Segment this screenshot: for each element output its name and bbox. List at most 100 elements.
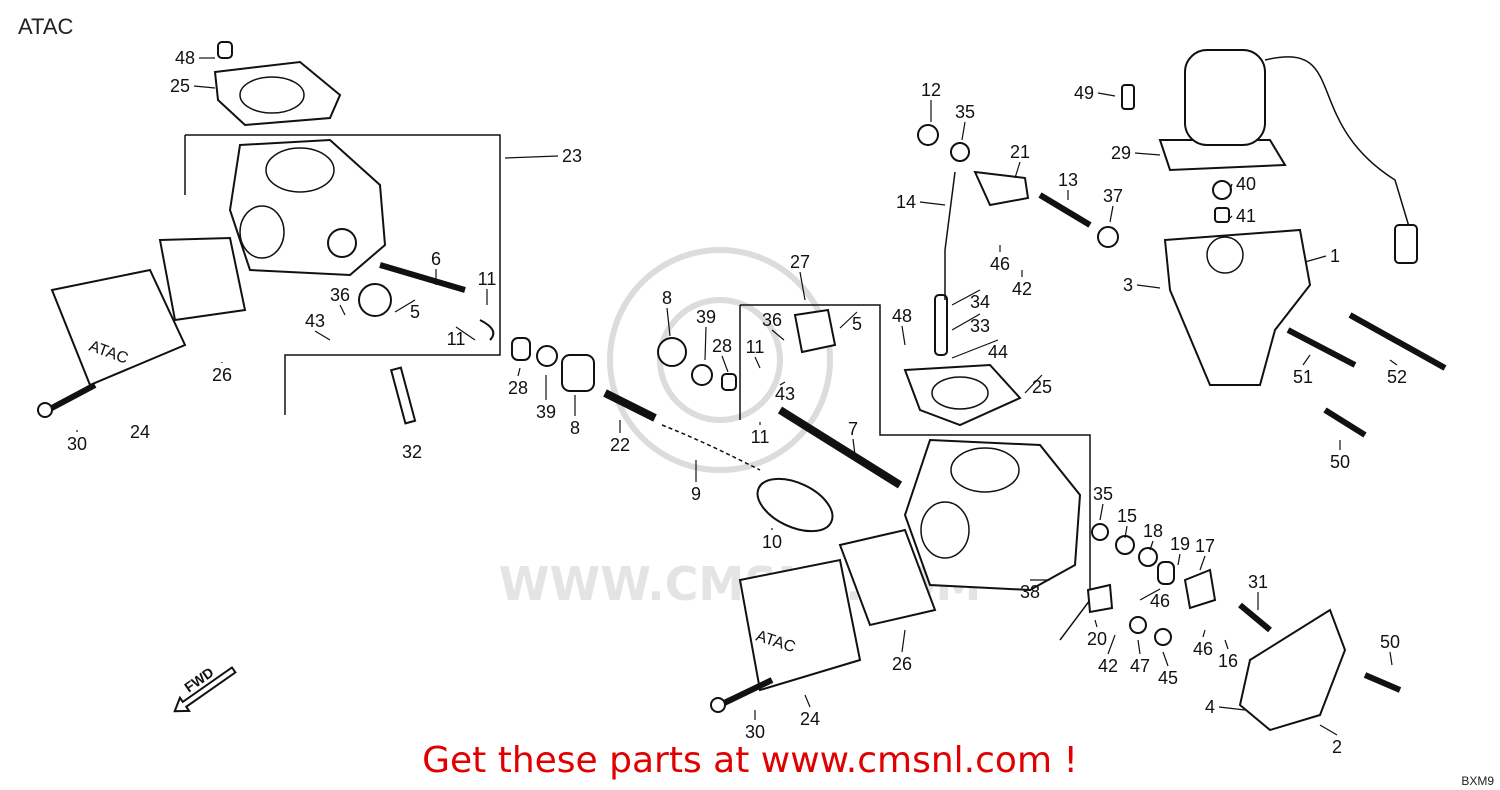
- callout-leader: [721, 355, 729, 373]
- callout-27: 27: [790, 252, 810, 272]
- callout-leader: [1109, 205, 1114, 223]
- callout-12: 12: [921, 80, 941, 100]
- callout-leader: [1094, 619, 1098, 628]
- callout-42: 42: [1012, 279, 1032, 299]
- callout-28: 28: [508, 378, 528, 398]
- callout-39: 39: [696, 307, 716, 327]
- callout-leader: [901, 325, 906, 346]
- callout-leader: [901, 629, 906, 653]
- callout-leader: [799, 271, 806, 301]
- callout-leader: [1137, 639, 1141, 655]
- cover-left: [50, 268, 187, 387]
- callout-11: 11: [746, 337, 765, 357]
- solenoid-body: [1184, 49, 1266, 146]
- callout-17: 17: [1195, 536, 1215, 556]
- callout-20: 20: [1087, 629, 1107, 649]
- callout-18: 18: [1143, 521, 1163, 541]
- callout-leader: [1014, 161, 1021, 179]
- callout-36: 36: [330, 285, 350, 305]
- callout-leader: [1304, 255, 1327, 263]
- callout-leader: [804, 694, 811, 708]
- callout-leader: [1319, 724, 1338, 736]
- callout-26: 26: [212, 365, 232, 385]
- callout-34: 34: [970, 292, 990, 312]
- callout-leader: [339, 304, 346, 316]
- callout-40: 40: [1236, 174, 1256, 194]
- callout-51: 51: [1293, 367, 1313, 387]
- callout-1: 1: [1330, 246, 1340, 266]
- callout-leader: [704, 326, 707, 361]
- callout-6: 6: [431, 249, 441, 269]
- gasket-cover-left: [158, 236, 247, 322]
- callout-15: 15: [1117, 506, 1137, 526]
- middle-parts: ATAC: [511, 294, 1082, 713]
- callout-leader: [771, 329, 785, 341]
- callout-leader: [1229, 183, 1233, 191]
- callout-22: 22: [610, 435, 630, 455]
- callout-leader: [1139, 588, 1161, 601]
- callout-9: 9: [691, 484, 701, 504]
- gasket-middle: [903, 363, 1022, 427]
- callout-leader: [1218, 706, 1246, 711]
- callout-8: 8: [662, 288, 672, 308]
- cover-lower: [738, 558, 862, 692]
- callout-47: 47: [1130, 656, 1150, 676]
- callout-29: 29: [1111, 143, 1131, 163]
- callout-38: 38: [1020, 582, 1040, 602]
- callout-25: 25: [170, 76, 190, 96]
- callout-leader: [1149, 540, 1154, 551]
- callout-11: 11: [751, 427, 770, 447]
- pin-33: [934, 294, 948, 356]
- callout-leader: [1136, 284, 1161, 289]
- callout-37: 37: [1103, 186, 1123, 206]
- callout-leader: [1229, 215, 1233, 219]
- callout-leader: [852, 438, 856, 456]
- callout-11: 11: [478, 269, 497, 289]
- callout-33: 33: [970, 316, 990, 336]
- gasket-upper: [213, 60, 342, 127]
- callout-leader: [1177, 553, 1181, 566]
- callout-leader: [1224, 639, 1229, 650]
- callout-44: 44: [988, 342, 1008, 362]
- callout-13: 13: [1058, 170, 1078, 190]
- linkage-parts: [917, 49, 1447, 732]
- callout-leader: [455, 326, 476, 341]
- callout-leader: [961, 121, 966, 141]
- callout-leader: [1097, 92, 1116, 97]
- callout-leader: [1107, 634, 1116, 655]
- callout-45: 45: [1158, 668, 1178, 688]
- callout-48: 48: [175, 48, 195, 68]
- callout-43: 43: [305, 311, 325, 331]
- callout-leader: [1199, 555, 1206, 571]
- callout-leader: [951, 313, 981, 331]
- callout-46: 46: [1150, 591, 1170, 611]
- callout-31: 31: [1248, 572, 1268, 592]
- nipple-48: [217, 41, 233, 59]
- callout-52: 52: [1387, 367, 1407, 387]
- callout-leader: [1134, 152, 1161, 156]
- callout-50: 50: [1330, 452, 1350, 472]
- callout-7: 7: [848, 419, 858, 439]
- callout-10: 10: [762, 532, 782, 552]
- callout-5: 5: [852, 314, 862, 334]
- callout-leader: [951, 339, 999, 359]
- callout-16: 16: [1218, 651, 1238, 671]
- callout-36: 36: [762, 310, 782, 330]
- callout-leader: [839, 311, 858, 329]
- actuator-body: [1163, 228, 1312, 386]
- gasket-cover-lower: [838, 528, 937, 627]
- callout-41: 41: [1236, 206, 1256, 226]
- callout-leader: [1124, 525, 1128, 539]
- callout-leader: [1202, 629, 1206, 638]
- callout-leader: [1162, 651, 1169, 667]
- callout-leader: [1024, 374, 1043, 394]
- callout-leader: [1302, 354, 1311, 366]
- callout-48: 48: [892, 306, 912, 326]
- callout-32: 32: [402, 442, 422, 462]
- call-to-action[interactable]: Get these parts at www.cmsnl.com !: [422, 740, 1078, 781]
- assembly-frames: [184, 134, 1091, 641]
- callout-11: 11: [447, 329, 466, 349]
